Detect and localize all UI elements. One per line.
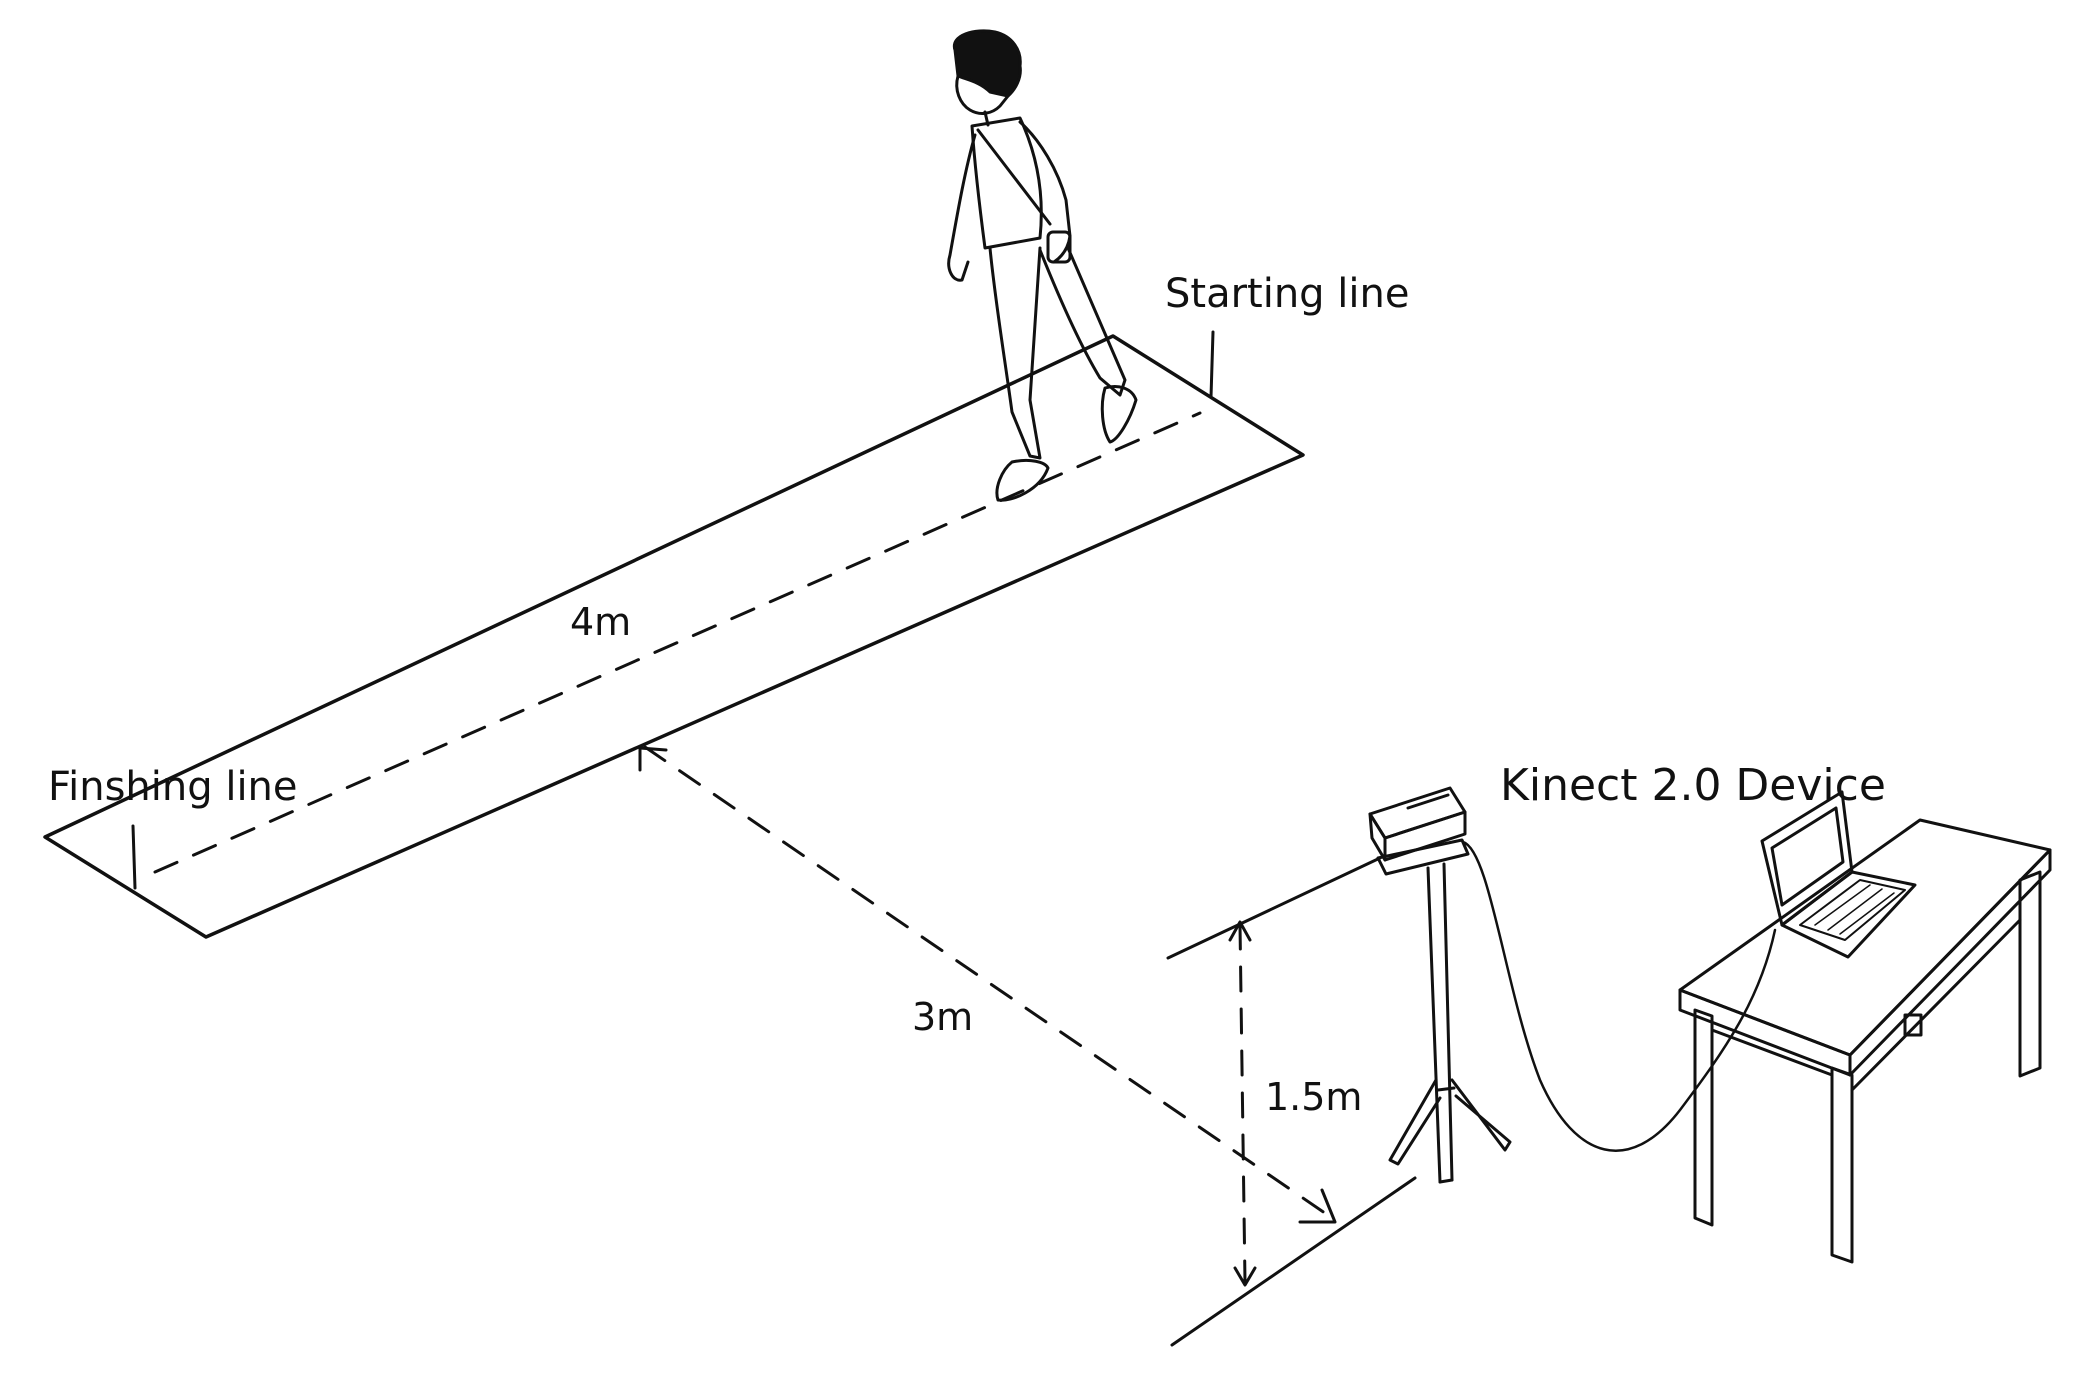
tripod-pole-left	[1426, 866, 1442, 1184]
desk-leg-back-right	[2018, 870, 2042, 1078]
height-arrow-line	[1238, 923, 1247, 1284]
person-bag-strap	[976, 128, 1052, 226]
laptop-keyboard	[1799, 879, 1906, 941]
starting-line-label: Starting line	[1165, 271, 1409, 317]
person-leg-back	[1038, 246, 1127, 397]
desk-leg-front-right	[1830, 1066, 1854, 1264]
starting-line-marker	[1209, 330, 1215, 399]
height-arrow-head-top	[1228, 920, 1252, 942]
person-shoe-back	[1100, 385, 1138, 444]
sensor-height-label: 1.5m	[1265, 1075, 1362, 1119]
kinect-device-front	[1383, 810, 1467, 862]
desk-apron-front	[1710, 1028, 1834, 1077]
floor-reference-line	[1170, 1176, 1417, 1347]
desk	[1678, 818, 2052, 1264]
kinect-device-sensor-strip	[1406, 793, 1450, 810]
sensor-height-reference-line	[1166, 856, 1382, 960]
distance-arrow-head-start	[638, 746, 668, 772]
laptop-key-row-2	[1827, 888, 1883, 931]
kinect-device-body	[1368, 786, 1467, 840]
person-arm-right	[1018, 120, 1072, 264]
distance-arrow-head-end	[1298, 1188, 1337, 1224]
device-label: Kinect 2.0 Device	[1500, 760, 1886, 811]
person-arm-left	[947, 133, 977, 282]
kinect-sensor	[1368, 786, 1470, 876]
desk-top-side-edge	[1848, 848, 2052, 1077]
desk-top-front-edge	[1678, 988, 1852, 1077]
height-arrow-head-bottom	[1233, 1266, 1257, 1287]
laptop-base	[1780, 870, 1917, 959]
sensor-distance-label: 3m	[912, 995, 973, 1039]
finishing-line-marker	[131, 824, 137, 890]
tripod	[1388, 862, 1512, 1184]
person-leg-front	[988, 246, 1042, 460]
tripod-leg-right	[1450, 1078, 1512, 1152]
desk-back-leg-glimpse	[1903, 1013, 1923, 1037]
kinect-device-side	[1368, 812, 1387, 862]
height-reference	[1166, 856, 1417, 1347]
walking-person	[947, 29, 1138, 502]
kinect-cable	[1461, 840, 1777, 1152]
finishing-line-label: Finshing line	[48, 764, 298, 810]
walkway-length-label: 4m	[570, 600, 631, 644]
laptop-screen-inner	[1770, 806, 1845, 907]
walkway	[43, 330, 1305, 939]
walkway-outline	[43, 334, 1305, 939]
person-hand-right	[1046, 230, 1072, 264]
person-face	[955, 74, 1010, 115]
desk-leg-front-left	[1693, 1008, 1714, 1227]
distance-arrow-line	[643, 745, 1337, 1222]
tripod-pole-right	[1442, 862, 1454, 1182]
person-hair	[952, 29, 1022, 98]
person-shoe-front	[995, 458, 1050, 502]
walkway-center-dashed-line	[153, 411, 1202, 874]
distance-arrow	[638, 745, 1337, 1224]
laptop-key-row-1	[1814, 884, 1871, 926]
laptop-key-row-3	[1839, 892, 1895, 935]
laptop	[1760, 790, 1917, 959]
kinect-mount-plate	[1376, 838, 1470, 876]
tripod-leg-joint	[1436, 1086, 1456, 1092]
person-torso	[970, 116, 1043, 250]
desk-apron-side	[1850, 918, 2022, 1092]
tripod-pole-foot	[1438, 1178, 1454, 1184]
tripod-leg-left	[1388, 1078, 1442, 1166]
